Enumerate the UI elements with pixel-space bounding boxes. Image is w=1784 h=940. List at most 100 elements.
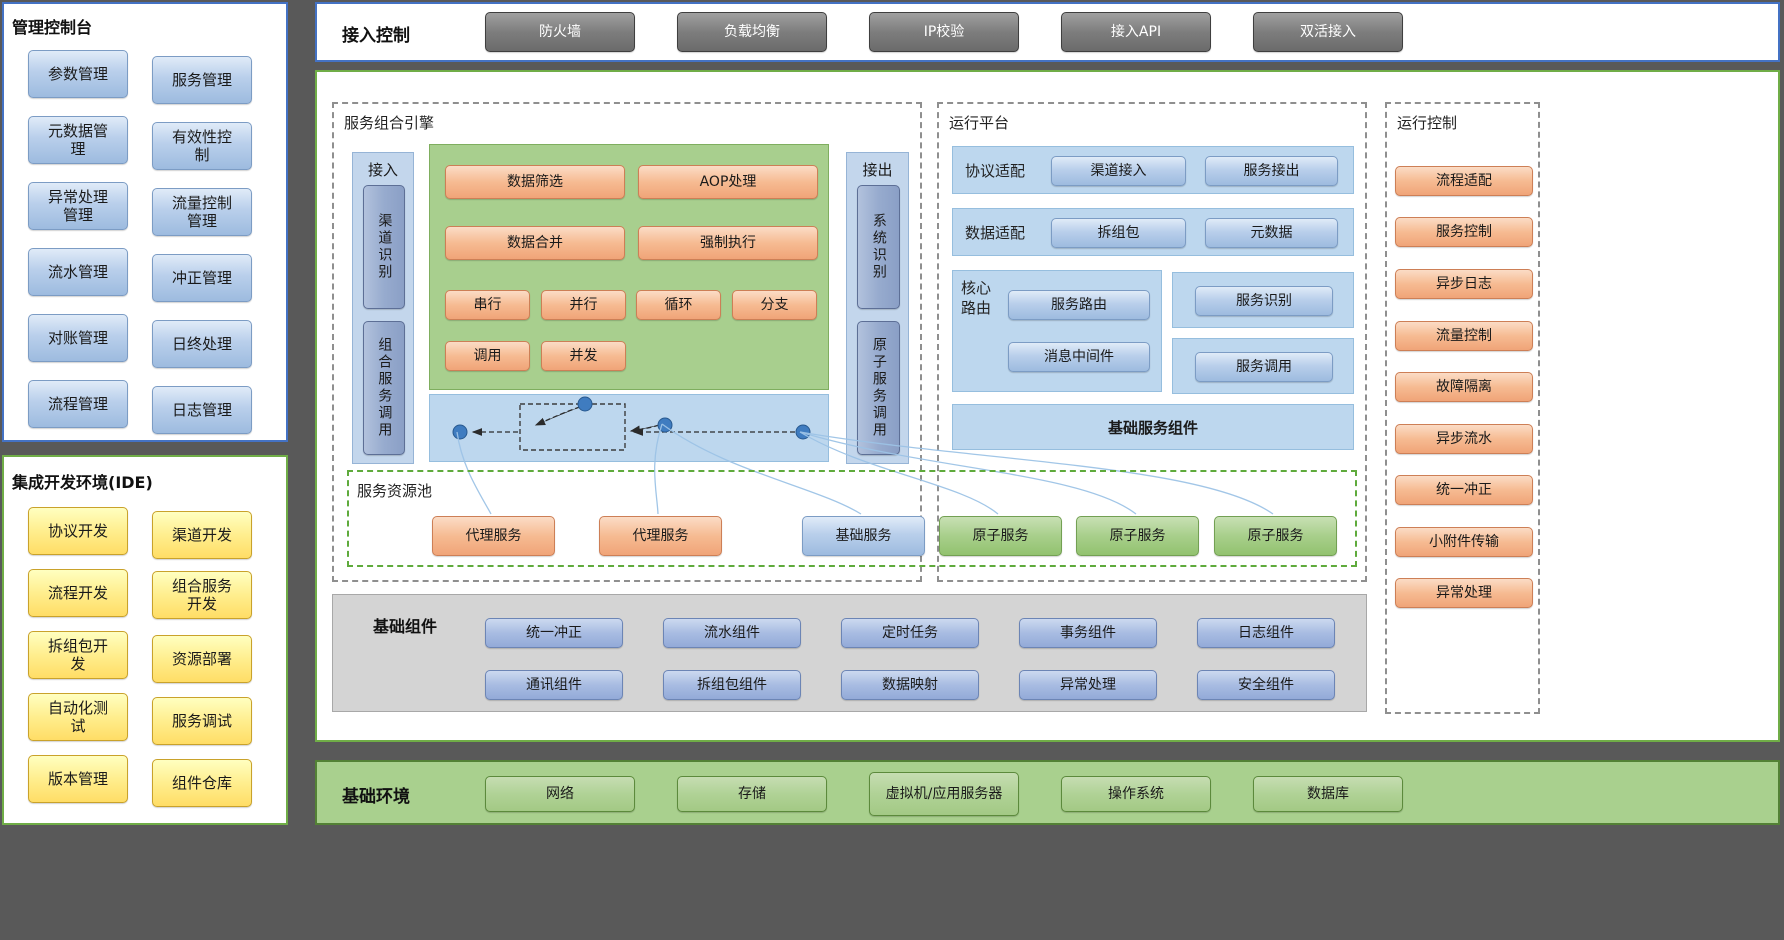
component-button[interactable]: 异常处理 [1019, 670, 1157, 700]
platform-button[interactable]: 拆组包 [1051, 218, 1186, 248]
service-call-panel: 服务调用 [1172, 338, 1354, 394]
component-button[interactable]: 拆组包组件 [663, 670, 801, 700]
component-button[interactable]: 定时任务 [841, 618, 979, 648]
operator-button[interactable]: 数据筛选 [445, 165, 625, 199]
platform-button[interactable]: 消息中间件 [1008, 342, 1150, 372]
control-button[interactable]: 异常处理 [1395, 578, 1533, 608]
pool-service-button[interactable]: 原子服务 [1214, 516, 1337, 556]
control-button[interactable]: 故障隔离 [1395, 372, 1533, 402]
console-button[interactable]: 异常处理管理 [28, 182, 128, 230]
ide-button[interactable]: 服务调试 [152, 697, 252, 745]
data-adapt-label: 数据适配 [965, 224, 1026, 242]
inbound-label: 接入 [367, 161, 398, 179]
pool-service-button[interactable]: 基础服务 [802, 516, 925, 556]
ide-button[interactable]: 流程开发 [28, 569, 128, 617]
ide-button[interactable]: 组合服务开发 [152, 571, 252, 619]
operator-button[interactable]: 调用 [445, 341, 530, 371]
platform-button[interactable]: 服务接出 [1205, 156, 1338, 186]
console-button[interactable]: 服务管理 [152, 56, 252, 104]
operator-button[interactable]: 串行 [445, 290, 530, 320]
inbound-button[interactable]: 渠道识别 [363, 185, 405, 309]
ide-panel: 集成开发环境(IDE) 协议开发 渠道开发 流程开发 组合服务开发 拆组包开发 … [2, 455, 288, 825]
access-button[interactable]: 负载均衡 [677, 12, 827, 52]
operator-button[interactable]: AOP处理 [638, 165, 818, 199]
console-button[interactable]: 元数据管理 [28, 116, 128, 164]
flow-node-icon[interactable] [577, 396, 593, 412]
component-button[interactable]: 流水组件 [663, 618, 801, 648]
ide-button[interactable]: 渠道开发 [152, 511, 252, 559]
ide-button[interactable]: 版本管理 [28, 755, 128, 803]
pool-service-button[interactable]: 原子服务 [1076, 516, 1199, 556]
console-button[interactable]: 参数管理 [28, 50, 128, 98]
control-button[interactable]: 服务控制 [1395, 217, 1533, 247]
inbound-button[interactable]: 组合服务调用 [363, 321, 405, 455]
control-button[interactable]: 小附件传输 [1395, 527, 1533, 557]
inbound-column: 接入 渠道识别 组合服务调用 [352, 152, 414, 464]
operator-button[interactable]: 分支 [732, 290, 817, 320]
base-service-bar: 基础服务组件 [952, 404, 1354, 450]
access-button[interactable]: 防火墙 [485, 12, 635, 52]
operator-button[interactable]: 并行 [541, 290, 626, 320]
console-button[interactable]: 日终处理 [152, 320, 252, 368]
protocol-adapt-label: 协议适配 [965, 162, 1026, 180]
control-button[interactable]: 异步日志 [1395, 269, 1533, 299]
component-button[interactable]: 数据映射 [841, 670, 979, 700]
access-control-title: 接入控制 [342, 26, 410, 46]
console-button[interactable]: 冲正管理 [152, 254, 252, 302]
control-button[interactable]: 流量控制 [1395, 321, 1533, 351]
runtime-control-title: 运行控制 [1397, 114, 1458, 132]
ide-button[interactable]: 组件仓库 [152, 759, 252, 807]
component-button[interactable]: 日志组件 [1197, 618, 1335, 648]
access-button[interactable]: IP校验 [869, 12, 1019, 52]
ide-button[interactable]: 资源部署 [152, 635, 252, 683]
outbound-column: 接出 系统识别 原子服务调用 [846, 152, 909, 464]
environment-button[interactable]: 数据库 [1253, 776, 1403, 812]
operator-button[interactable]: 循环 [636, 290, 721, 320]
environment-button[interactable]: 操作系统 [1061, 776, 1211, 812]
pool-service-button[interactable]: 原子服务 [939, 516, 1062, 556]
access-button[interactable]: 接入API [1061, 12, 1211, 52]
console-button[interactable]: 日志管理 [152, 386, 252, 434]
outbound-button[interactable]: 系统识别 [857, 185, 900, 309]
control-button[interactable]: 统一冲正 [1395, 475, 1533, 505]
component-button[interactable]: 通讯组件 [485, 670, 623, 700]
environment-button[interactable]: 虚拟机/应用服务器 [869, 772, 1019, 816]
base-service-bar-label: 基础服务组件 [1107, 418, 1198, 437]
ide-button[interactable]: 拆组包开发 [28, 631, 128, 679]
environment-button[interactable]: 存储 [677, 776, 827, 812]
control-button[interactable]: 流程适配 [1395, 166, 1533, 196]
pool-service-button[interactable]: 代理服务 [432, 516, 555, 556]
console-button[interactable]: 流程管理 [28, 380, 128, 428]
component-button[interactable]: 安全组件 [1197, 670, 1335, 700]
platform-button[interactable]: 渠道接入 [1051, 156, 1186, 186]
access-button[interactable]: 双活接入 [1253, 12, 1403, 52]
operator-button[interactable]: 数据合并 [445, 226, 625, 260]
flow-diagram [452, 396, 811, 451]
console-button[interactable]: 流量控制管理 [152, 188, 252, 236]
component-button[interactable]: 统一冲正 [485, 618, 623, 648]
platform-button[interactable]: 服务路由 [1008, 290, 1150, 320]
main-panel: 服务组合引擎 接入 渠道识别 组合服务调用 数据筛选 AOP处理 数据合并 强制… [315, 70, 1780, 742]
environment-button[interactable]: 网络 [485, 776, 635, 812]
runtime-control-box: 运行控制 流程适配 服务控制 异步日志 流量控制 故障隔离 异步流水 统一冲正 … [1385, 102, 1540, 714]
ide-button[interactable]: 协议开发 [28, 507, 128, 555]
platform-button[interactable]: 元数据 [1205, 218, 1338, 248]
pool-service-button[interactable]: 代理服务 [599, 516, 722, 556]
platform-button[interactable]: 服务调用 [1195, 352, 1333, 382]
management-console-title: 管理控制台 [12, 18, 93, 37]
component-button[interactable]: 事务组件 [1019, 618, 1157, 648]
flow-node-icon[interactable] [452, 424, 468, 440]
control-button[interactable]: 异步流水 [1395, 424, 1533, 454]
operator-button[interactable]: 强制执行 [638, 226, 818, 260]
platform-button[interactable]: 服务识别 [1195, 286, 1333, 316]
ide-button[interactable]: 自动化测试 [28, 693, 128, 741]
flow-node-icon[interactable] [657, 417, 673, 433]
console-button[interactable]: 对账管理 [28, 314, 128, 362]
operator-button[interactable]: 并发 [541, 341, 626, 371]
flow-node-icon[interactable] [795, 424, 811, 440]
ide-title: 集成开发环境(IDE) [12, 473, 153, 492]
outbound-button[interactable]: 原子服务调用 [857, 321, 900, 455]
console-button[interactable]: 流水管理 [28, 248, 128, 296]
console-button[interactable]: 有效性控制 [152, 122, 252, 170]
